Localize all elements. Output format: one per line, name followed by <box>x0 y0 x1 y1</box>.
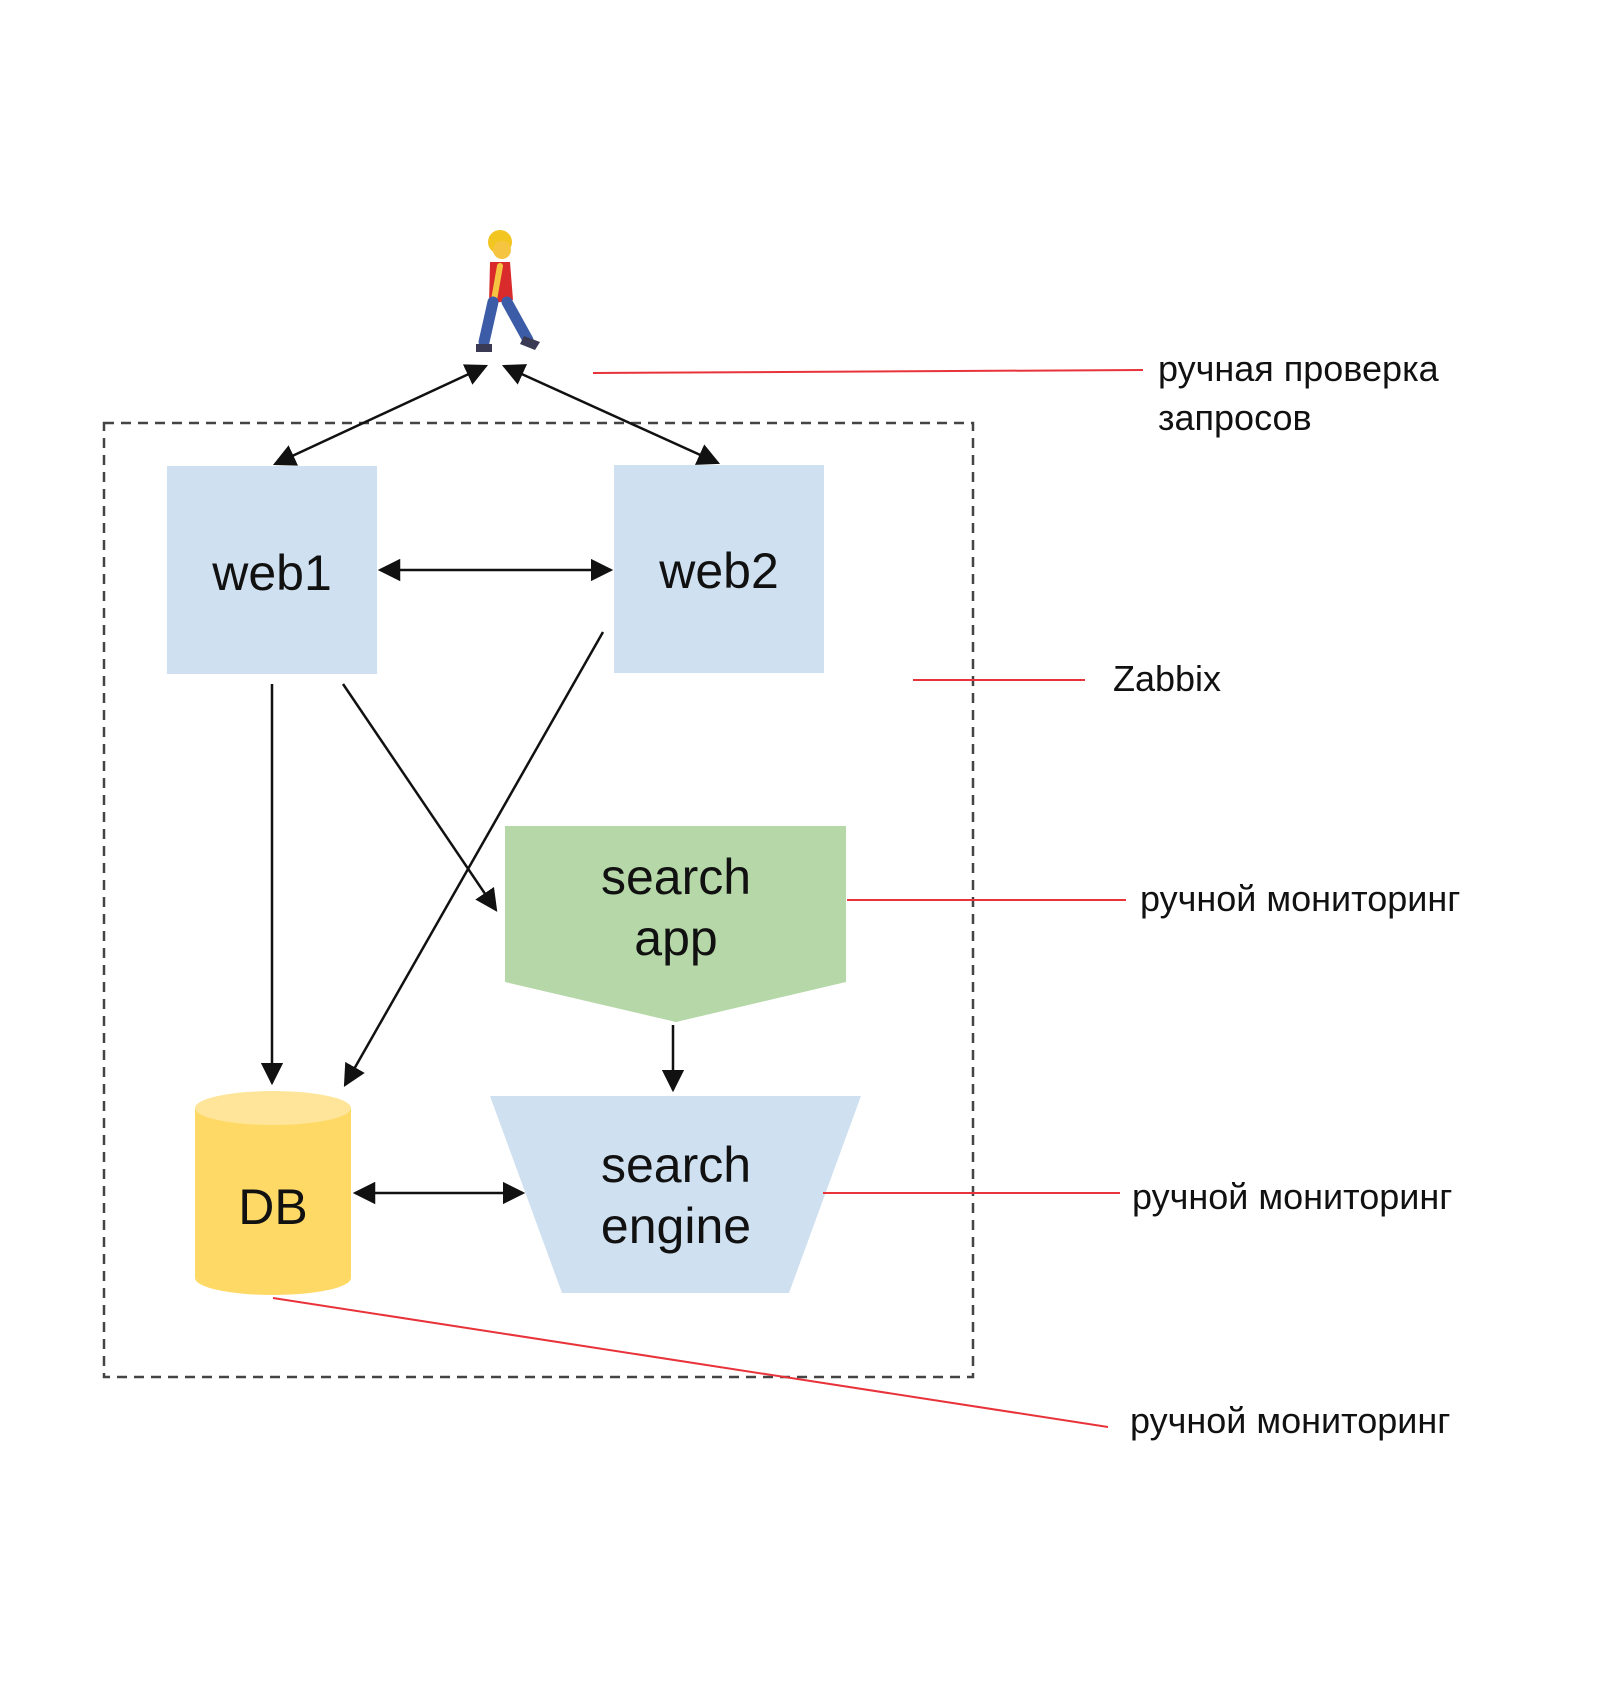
db-monitoring-label: ручной мониторинг <box>1130 1400 1450 1441</box>
search-engine-node <box>490 1096 861 1293</box>
annotation-lines <box>272 369 1144 1428</box>
search-app-label-line2: app <box>634 910 717 966</box>
manual-requests-label-line1: ручная проверка <box>1158 348 1440 389</box>
search-app-label-line1: search <box>601 849 751 905</box>
web1-node <box>167 466 377 674</box>
user-web1-arrow <box>272 364 489 466</box>
manual-requests-label-line2: запросов <box>1158 397 1312 438</box>
web1-label: web1 <box>211 545 332 601</box>
walking-person-icon <box>476 230 540 352</box>
search-engine-label-line1: search <box>601 1137 751 1193</box>
connections <box>260 364 721 1205</box>
search-engine-monitoring-label: ручной мониторинг <box>1132 1176 1452 1217</box>
web1-search-app-arrow <box>341 683 498 912</box>
search-engine-label-line2: engine <box>601 1198 751 1254</box>
user-web2-arrow <box>501 364 721 465</box>
zabbix-label: Zabbix <box>1113 658 1221 699</box>
manual-requests-leader <box>592 369 1144 374</box>
search-app-monitoring-label: ручной мониторинг <box>1140 878 1460 919</box>
web2-label: web2 <box>658 543 779 599</box>
search-app-node <box>505 826 846 1022</box>
db-monitoring-leader <box>272 1297 1109 1428</box>
db-label: DB <box>238 1179 307 1235</box>
db-node <box>195 1091 351 1295</box>
web2-db-arrow <box>343 631 605 1087</box>
web2-node <box>614 465 824 673</box>
